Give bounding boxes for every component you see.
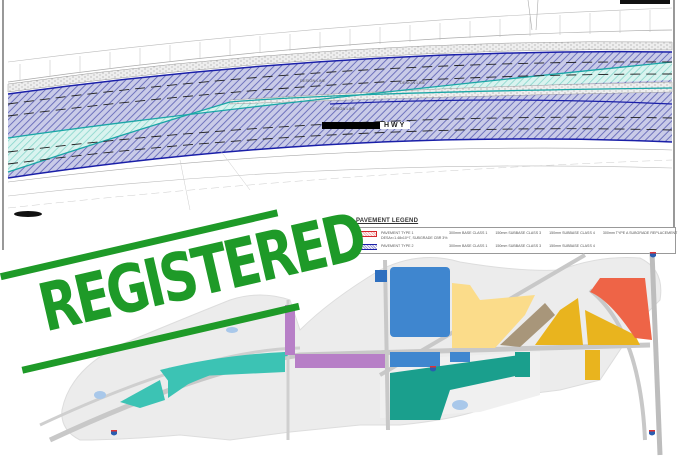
legend-item: 150mm SUBBASE CLASS 4 — [549, 244, 595, 248]
interstate-shield-icon — [650, 252, 656, 258]
pavement-legend: PAVEMENT LEGEND PAVEMENT TYPE 1 DESAr=1.… — [356, 218, 678, 254]
design-line-label: DESIGN LINE — [330, 106, 356, 111]
legend-item: 300mm BASE CLASS 1 — [449, 231, 488, 235]
interstate-shield-icon — [111, 430, 117, 436]
design-line-label: DESIGN LINE — [400, 80, 426, 85]
interstate-shield-icon — [649, 430, 655, 436]
legend-item: 150mm SUBBASE CLASS 3 — [495, 231, 542, 235]
design-line-label: DESIGN LINE — [300, 78, 326, 83]
legend-row-type1: PAVEMENT TYPE 1 DESAr=1.48x10^7, SUBGRAD… — [359, 231, 680, 240]
pavement-type2-swatch — [359, 244, 377, 250]
legend-item: 300mm TYPE A SUBGRADE REPLACEMENT — [602, 231, 678, 235]
highway-label: HWY — [322, 121, 411, 130]
legend-box: PAVEMENT TYPE 1 DESAr=1.48x10^7, SUBGRAD… — [356, 227, 677, 254]
pavement-plan-drawing: DESIGN LINE DESIGN LINE DESIGN LINE — [2, 0, 675, 250]
legend-item: 150mm SUBBASE CLASS 4 — [549, 231, 595, 235]
highway-label-text: HWY — [380, 122, 411, 129]
legend-row-name: PAVEMENT TYPE 1 — [381, 231, 414, 235]
legend-row-subtext: DESAr=1.48x10^7, SUBGRADE CBR 3% — [381, 235, 448, 240]
legend-title: PAVEMENT LEGEND — [356, 218, 419, 224]
zoning-site-map — [0, 250, 680, 468]
pavement-type1-swatch — [359, 231, 377, 237]
map-svg — [39, 251, 663, 456]
plan-svg: DESIGN LINE DESIGN LINE DESIGN LINE — [2, 0, 675, 250]
redacted-highway-name — [322, 122, 380, 129]
legend-item: 150mm SUBBASE CLASS 3 — [495, 244, 542, 248]
legend-row-name: PAVEMENT TYPE 2 — [381, 244, 414, 248]
legend-row-type2: PAVEMENT TYPE 2 300mm BASE CLASS 1 150mm… — [359, 244, 603, 250]
legend-item: 300mm BASE CLASS 1 — [449, 244, 488, 248]
interstate-shield-icon — [430, 366, 436, 372]
